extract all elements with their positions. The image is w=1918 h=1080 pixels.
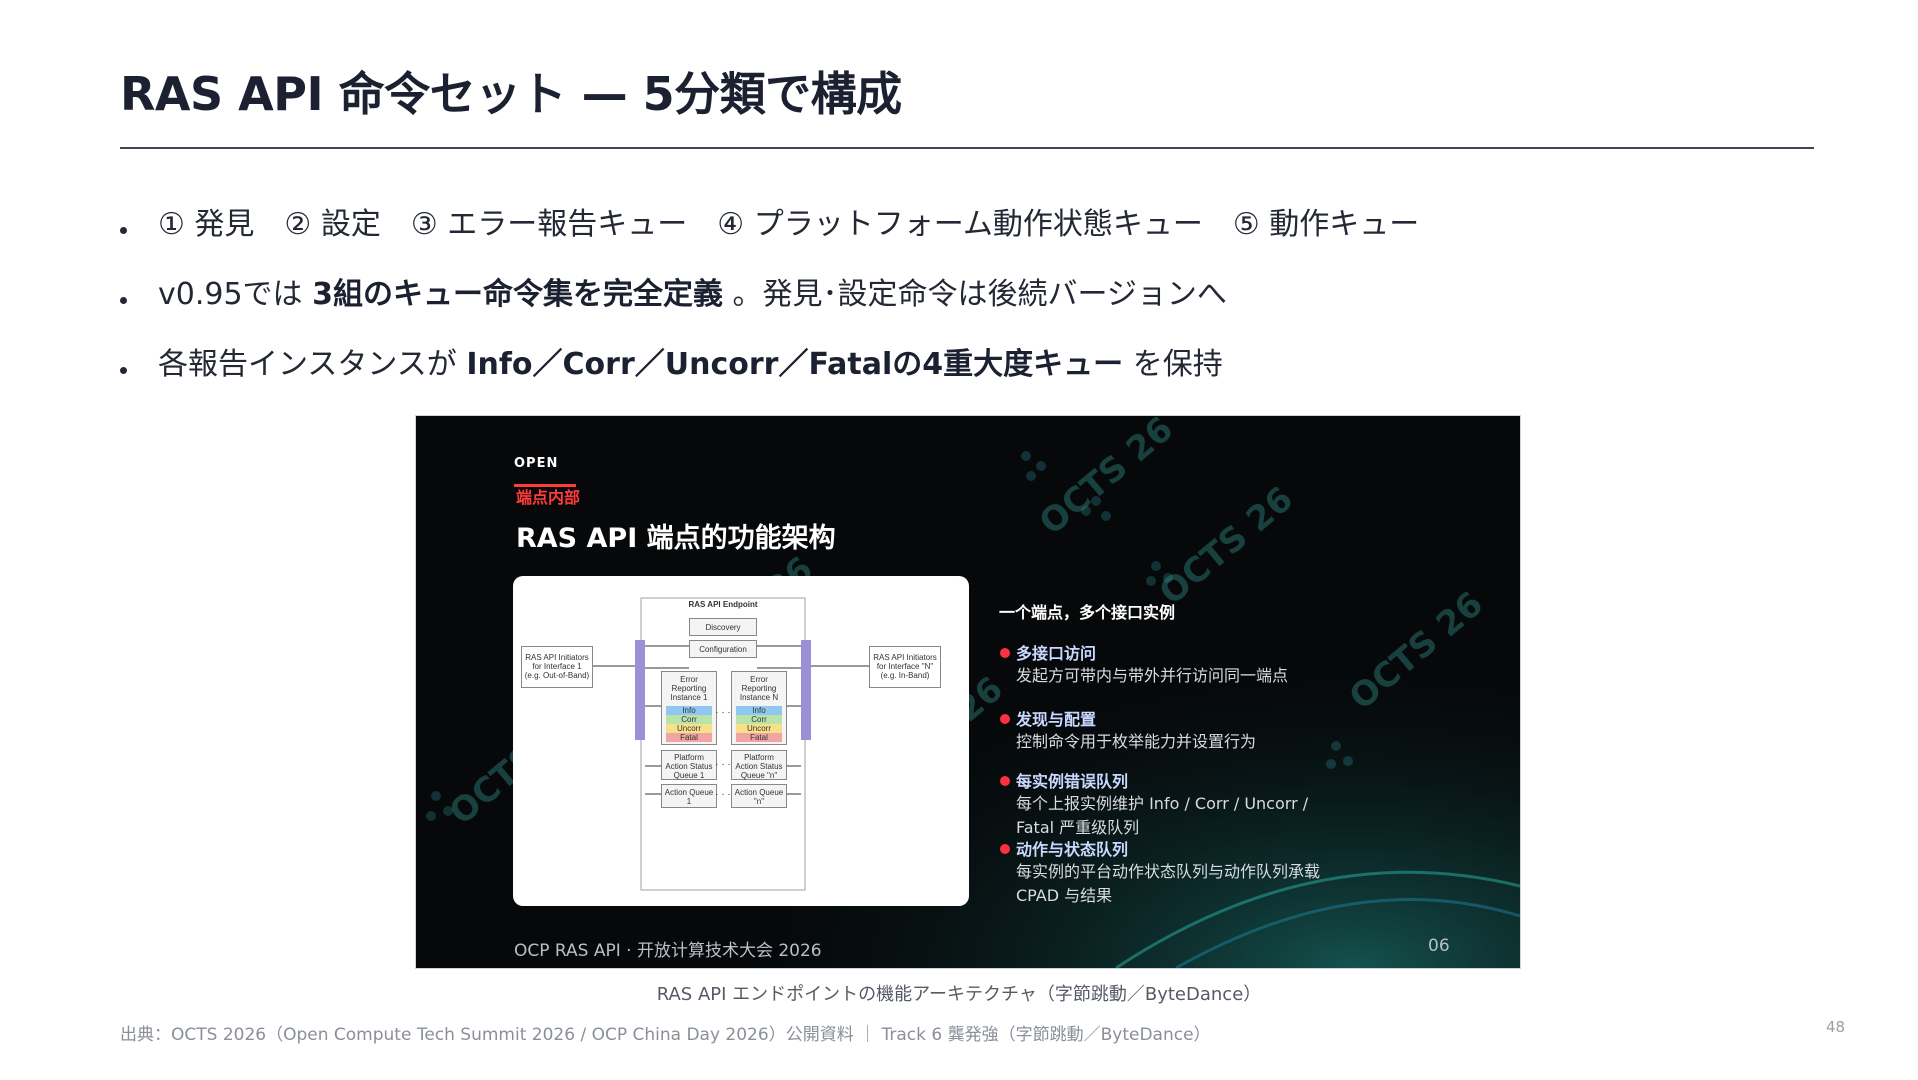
right-heading: 一个端点，多个接口实例 [999, 603, 1176, 622]
sev-uncorr: Uncorr [736, 724, 782, 733]
sev-fatal: Fatal [666, 733, 712, 742]
bullet-item: 各報告インスタンスが Info／Corr／Uncorr／Fatalの4重大度キュ… [120, 330, 1419, 400]
action-queue-1: Action Queue 1 [661, 784, 717, 808]
bullet-dot [1000, 648, 1010, 658]
initiator-right-label: RAS API Initiators for Interface "N" (e.… [873, 653, 937, 680]
slide-title: RAS API 端点的功能架构 [516, 523, 836, 554]
action-queue-label: Action Queue 1 [664, 788, 714, 806]
architecture-diagram: RAS API Endpoint Discovery Configuration… [513, 576, 969, 906]
figure-caption: RAS API エンドポイントの機能アーキテクチャ（字節跳動／ByteDance… [656, 984, 1262, 1005]
sev-fatal: Fatal [736, 733, 782, 742]
point-heading: 动作与状态队列 [1016, 840, 1129, 859]
sev-info: Info [736, 706, 782, 715]
configuration-label: Configuration [699, 645, 747, 654]
point-heading: 发现与配置 [1016, 710, 1097, 729]
initiator-left-box: RAS API Initiators for Interface 1 (e.g.… [521, 646, 593, 688]
platform-queue-1: Platform Action Status Queue 1 [661, 750, 717, 780]
ellipsis: · · · [715, 759, 731, 770]
bullet-text: 各報告インスタンスが [158, 347, 467, 382]
bullet-text: を保持 [1123, 347, 1223, 382]
configuration-box: Configuration [689, 640, 757, 658]
sev-corr: Corr [736, 715, 782, 724]
discovery-label: Discovery [705, 623, 741, 632]
bullet-dot [1000, 776, 1010, 786]
open-compute-logo: OPEN [514, 456, 559, 471]
slide-page-number: 06 [1428, 936, 1450, 956]
action-queue-label: Action Queue "n" [734, 788, 784, 806]
action-queue-n: Action Queue "n" [731, 784, 787, 808]
error-instance-n: Error Reporting Instance N Info Corr Unc… [731, 671, 787, 745]
embedded-slide-image: OCTS 26 OCTS 26 OCTS 26 OCTS 26 OCTS 26 … [415, 415, 1521, 969]
source-note: 出典：OCTS 2026（Open Compute Tech Summit 20… [120, 1025, 1211, 1045]
bullet-item: ① 発見 ② 設定 ③ エラー報告キュー ④ プラットフォーム動作状態キュー ⑤… [120, 190, 1419, 260]
bullet-text: v0.95では [158, 277, 313, 312]
bullet-text: ① 発見 ② 設定 ③ エラー報告キュー ④ プラットフォーム動作状態キュー ⑤… [158, 207, 1420, 242]
bullet-list: ① 発見 ② 設定 ③ エラー報告キュー ④ プラットフォーム動作状態キュー ⑤… [120, 190, 1419, 400]
title-divider [120, 147, 1814, 149]
slide-footer: OCP RAS API · 开放计算技术大会 2026 [514, 941, 822, 961]
discovery-box: Discovery [689, 618, 757, 636]
diagram-lines [573, 597, 869, 891]
point-heading: 每实例错误队列 [1016, 772, 1129, 791]
point-desc: 控制命令用于枚举能力并设置行为 [1016, 732, 1257, 751]
ellipsis: · · · [715, 707, 731, 718]
initiator-right-box: RAS API Initiators for Interface "N" (e.… [869, 646, 941, 688]
bullet-dot [1000, 844, 1010, 854]
point-heading: 多接口访问 [1016, 644, 1097, 663]
endpoint-label: RAS API Endpoint [688, 600, 758, 609]
bullet-emphasis: Info／Corr／Uncorr／Fatalの4重大度キュー [466, 347, 1124, 382]
bullet-dot [1000, 714, 1010, 724]
slide-tag: 端点内部 [516, 488, 581, 507]
error-instance-label: Error Reporting Instance 1 [670, 675, 708, 702]
error-instance-1: Error Reporting Instance 1 Info Corr Unc… [661, 671, 717, 745]
ellipsis: · · · [715, 789, 731, 800]
page-number: 48 [1826, 1018, 1846, 1036]
sev-uncorr: Uncorr [666, 724, 712, 733]
point-desc: 每个上报实例维护 Info / Corr / Uncorr / Fatal 严重… [1016, 794, 1309, 837]
page-title: RAS API 命令セット — 5分類で構成 [120, 67, 902, 121]
sev-info: Info [666, 706, 712, 715]
initiator-left-label: RAS API Initiators for Interface 1 (e.g.… [524, 653, 590, 680]
bullet-text: 。発見･設定命令は後続バージョンへ [722, 277, 1227, 312]
point-desc: 发起方可带内与带外并行访问同一端点 [1016, 666, 1289, 685]
error-instance-label: Error Reporting Instance N [739, 675, 779, 702]
platform-queue-n: Platform Action Status Queue "n" [731, 750, 787, 780]
sev-corr: Corr [666, 715, 712, 724]
bullet-emphasis: 3組のキュー命令集を完全定義 [312, 277, 723, 312]
platform-queue-label: Platform Action Status Queue "n" [735, 753, 783, 780]
bullet-item: v0.95では 3組のキュー命令集を完全定義 。発見･設定命令は後続バージョンへ [120, 260, 1419, 330]
point-desc: 每实例的平台动作状态队列与动作队列承载 CPAD 与结果 [1016, 862, 1321, 905]
platform-queue-label: Platform Action Status Queue 1 [665, 753, 713, 780]
